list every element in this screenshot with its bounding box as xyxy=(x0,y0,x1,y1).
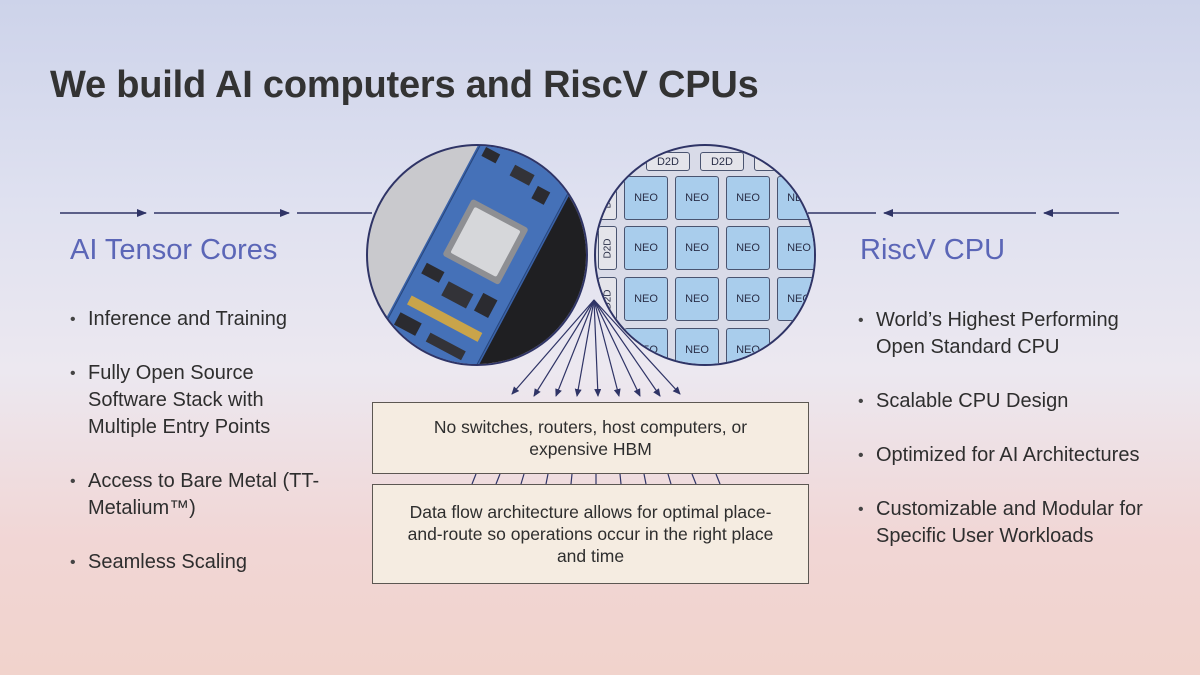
neo-label: NEO xyxy=(736,293,760,305)
right-bullet: Customizable and Modular for Specific Us… xyxy=(858,496,1156,550)
neo-core: NEO xyxy=(675,277,719,321)
neo-label: NEO xyxy=(787,192,811,204)
callout-data-flow: Data flow architecture allows for optima… xyxy=(372,484,809,584)
neo-core: NEO xyxy=(777,277,814,321)
neo-label: NEO xyxy=(634,293,658,305)
slide-title: We build AI computers and RiscV CPUs xyxy=(50,64,759,106)
callout-text: No switches, routers, host computers, or… xyxy=(433,417,748,459)
neo-label: NEO xyxy=(634,344,658,356)
d2d-label: D2D xyxy=(602,155,625,168)
neo-core: NEO xyxy=(624,226,668,270)
neo-core: NEO xyxy=(675,328,719,364)
d2d-link-tile: D2D xyxy=(598,176,617,220)
neo-label: NEO xyxy=(634,242,658,254)
neo-label: NEO xyxy=(685,344,709,356)
neo-core: NEO xyxy=(777,226,814,270)
right-bullet-list: World’s Highest Performing Open Standard… xyxy=(858,307,1158,577)
neo-core: NEO xyxy=(726,176,770,220)
d2d-link-tile: D2D xyxy=(646,152,690,171)
accelerator-card-illustration xyxy=(377,146,586,364)
accelerator-card-photo xyxy=(366,144,588,366)
d2d-link-tile: D2D xyxy=(754,152,798,171)
neo-core: NEO xyxy=(624,277,668,321)
neo-label: NEO xyxy=(736,242,760,254)
neo-label: NEO xyxy=(685,242,709,254)
neo-core: NEO xyxy=(675,226,719,270)
left-heading: AI Tensor Cores xyxy=(70,234,278,266)
right-bullet: Optimized for AI Architectures xyxy=(858,442,1156,469)
d2d-label: D2D xyxy=(710,155,733,168)
d2d-label: D2D xyxy=(764,155,787,168)
neo-label: NEO xyxy=(685,293,709,305)
left-bullet: Fully Open Source Software Stack with Mu… xyxy=(70,360,328,441)
left-bullet: Access to Bare Metal (TT-Metalium™) xyxy=(70,468,328,522)
d2d-link-tile: D2D xyxy=(700,152,744,171)
callout-text: Data flow architecture allows for optima… xyxy=(407,502,774,566)
neo-label: NEO xyxy=(787,242,811,254)
neo-core: NEO xyxy=(726,328,770,364)
neo-core: NEO xyxy=(624,328,668,364)
d2d-label: D2D xyxy=(656,155,679,168)
neo-core: NEO xyxy=(675,176,719,220)
neo-core: NEO xyxy=(624,176,668,220)
neo-label: NEO xyxy=(634,192,658,204)
left-bullet-list: Inference and Training Fully Open Source… xyxy=(70,306,370,603)
neo-label: NEO xyxy=(736,344,760,356)
neo-core: NEO xyxy=(726,277,770,321)
d2d-link-tile: D2D xyxy=(598,226,617,270)
neo-label: NEO xyxy=(787,293,811,305)
callout-no-switches: No switches, routers, host computers, or… xyxy=(372,402,809,474)
right-heading: RiscV CPU xyxy=(860,234,1006,266)
right-bullet: World’s Highest Performing Open Standard… xyxy=(858,307,1156,361)
left-bullet: Seamless Scaling xyxy=(70,549,328,576)
neo-label: NEO xyxy=(736,192,760,204)
left-bullet: Inference and Training xyxy=(70,306,328,333)
neo-core: NEO xyxy=(726,226,770,270)
neo-core: NEO xyxy=(777,176,814,220)
d2d-link-tile: D2D xyxy=(596,152,636,171)
right-bullet: Scalable CPU Design xyxy=(858,388,1156,415)
neo-label: NEO xyxy=(685,192,709,204)
neo-core-grid: D2D D2D D2D D2D D2D D2D D2D NEO NEO NEO … xyxy=(594,144,816,366)
